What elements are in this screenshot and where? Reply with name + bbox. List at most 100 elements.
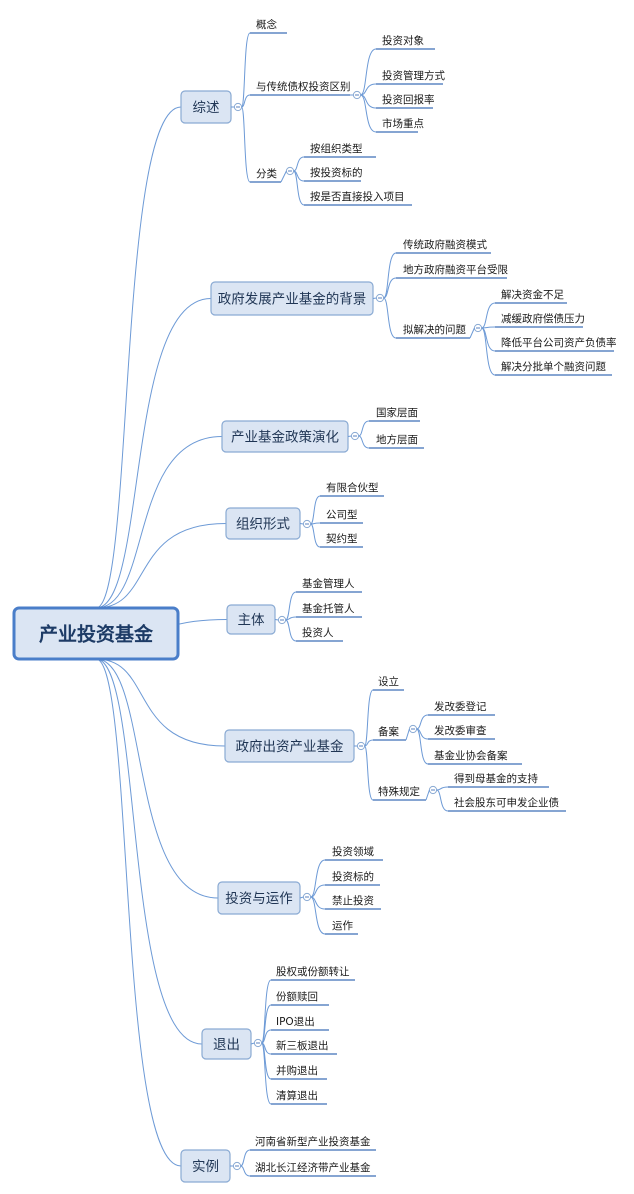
subtopic-label[interactable]: 基金托管人 [302, 602, 355, 615]
connector [241, 32, 251, 108]
subtopic-label[interactable]: 运作 [332, 920, 353, 932]
leaf-label[interactable]: 按是否直接投入项目 [310, 190, 405, 203]
leaf-label[interactable]: 发改委登记 [434, 700, 487, 713]
subtopic-label[interactable]: 新三板退出 [276, 1039, 329, 1052]
subtopic-label[interactable]: 公司型 [326, 508, 358, 521]
leaf-label[interactable]: 投资回报率 [382, 93, 435, 106]
leaf-label[interactable]: 解决分批单个融资问题 [501, 360, 606, 373]
subtopic-label[interactable]: 并购退出 [276, 1064, 318, 1077]
branch-label: 产业基金政策演化 [231, 429, 339, 446]
branch-stub [299, 523, 304, 525]
collapse-toggle-icon[interactable] [253, 1038, 263, 1048]
collapse-toggle-icon[interactable] [356, 741, 366, 751]
leaf-label[interactable]: 发改委审查 [434, 724, 487, 737]
subtopic-label[interactable]: 特殊规定 [378, 785, 420, 798]
collapse-toggle-icon[interactable] [277, 615, 287, 625]
connector-root-6 [95, 658, 219, 899]
leaf-label[interactable]: 解决资金不足 [501, 288, 564, 301]
subtopic-label[interactable]: IPO退出 [276, 1015, 315, 1028]
leaf-label[interactable]: 按投资标的 [310, 166, 363, 179]
subtopic-label[interactable]: 投资人 [302, 626, 334, 639]
subtopic-label[interactable]: 禁止投资 [332, 894, 374, 907]
leaf-label[interactable]: 得到母基金的支持 [454, 772, 538, 785]
leaf-label[interactable]: 投资管理方式 [382, 69, 445, 82]
collapse-toggle-icon[interactable] [302, 519, 312, 529]
subtopic-label[interactable]: 基金管理人 [302, 577, 355, 590]
connector [240, 1165, 251, 1177]
subtopic-stub [280, 170, 287, 183]
branch-label: 政府发展产业基金的背景 [218, 291, 367, 308]
subtopic-label[interactable]: 传统政府融资模式 [403, 238, 487, 251]
subtopic-label[interactable]: 备案 [378, 725, 399, 738]
connector [310, 495, 321, 525]
leaf-label[interactable]: 减缓政府偿债压力 [501, 312, 585, 325]
collapse-toggle-icon[interactable] [233, 102, 243, 112]
branch-stub [347, 435, 352, 437]
connector [358, 420, 370, 437]
subtopic-label[interactable]: 国家层面 [376, 406, 418, 419]
connector [310, 523, 321, 548]
subtopic-label[interactable]: 河南省新型产业投资基金 [255, 1135, 371, 1148]
subtopic-label[interactable]: 湖北长江经济带产业基金 [255, 1161, 371, 1174]
subtopic-label[interactable]: 拟解决的问题 [403, 323, 466, 336]
connector [416, 728, 429, 765]
collapse-toggle-icon[interactable] [428, 785, 438, 795]
connector [310, 859, 326, 898]
branch-label: 实例 [192, 1159, 219, 1175]
connector [364, 739, 374, 747]
connector-root-8 [95, 658, 182, 1167]
connector [481, 327, 496, 376]
branch-stub [250, 1042, 255, 1045]
connector [261, 1029, 272, 1044]
connector [310, 884, 326, 898]
collapse-toggle-icon[interactable] [408, 724, 418, 734]
connector [261, 1004, 272, 1044]
connector-root-2 [95, 436, 223, 609]
subtopic-stub [469, 327, 475, 339]
branch-label: 退出 [213, 1037, 240, 1053]
connector [436, 789, 449, 812]
collapse-toggle-icon[interactable] [285, 166, 295, 176]
subtopic-label[interactable]: 概念 [256, 18, 277, 31]
leaf-label[interactable]: 基金业协会备案 [434, 749, 508, 762]
connector [241, 94, 251, 108]
connector-root-7 [95, 658, 203, 1045]
collapse-toggle-icon[interactable] [375, 293, 385, 303]
subtopic-label[interactable]: 投资标的 [332, 870, 374, 883]
collapse-toggle-icon[interactable] [473, 323, 483, 333]
subtopic-label[interactable]: 设立 [378, 675, 399, 688]
connector-root-0 [95, 106, 182, 609]
subtopic-label[interactable]: 地方政府融资平台受限 [403, 263, 508, 276]
subtopic-label[interactable]: 清算退出 [276, 1089, 318, 1102]
root-topic-box[interactable] [12, 606, 180, 661]
subtopic-label[interactable]: 股权或份额转让 [276, 965, 350, 978]
branch-stub [372, 297, 377, 299]
connector [383, 297, 397, 339]
collapse-toggle-icon[interactable] [350, 431, 360, 441]
subtopic-stub [405, 728, 410, 741]
collapse-toggle-icon[interactable] [232, 1161, 242, 1171]
subtopic-label[interactable]: 分类 [256, 167, 277, 180]
connector [293, 156, 305, 172]
connector [364, 745, 374, 801]
subtopic-label[interactable]: 投资领域 [332, 845, 374, 858]
leaf-label[interactable]: 社会股东可申发企业债 [454, 796, 559, 809]
branch-label: 组织形式 [236, 517, 290, 533]
branch-stub [274, 619, 279, 621]
leaf-label[interactable]: 投资对象 [382, 34, 424, 47]
connector [240, 1149, 251, 1167]
connector [436, 786, 449, 791]
leaf-label[interactable]: 按组织类型 [310, 142, 363, 155]
subtopic-label[interactable]: 有限合伙型 [326, 481, 379, 494]
collapse-toggle-icon[interactable] [352, 90, 362, 100]
collapse-toggle-icon[interactable] [302, 892, 312, 902]
connector [383, 252, 397, 299]
subtopic-label[interactable]: 与传统债权投资区别 [256, 80, 351, 93]
subtopic-label[interactable]: 契约型 [326, 532, 358, 545]
subtopic-label[interactable]: 份额赎回 [276, 990, 318, 1003]
leaf-label[interactable]: 市场重点 [382, 117, 424, 130]
leaf-label[interactable]: 降低平台公司资产负债率 [501, 336, 617, 349]
branch-label: 主体 [238, 613, 265, 629]
subtopic-label[interactable]: 地方层面 [376, 433, 418, 446]
